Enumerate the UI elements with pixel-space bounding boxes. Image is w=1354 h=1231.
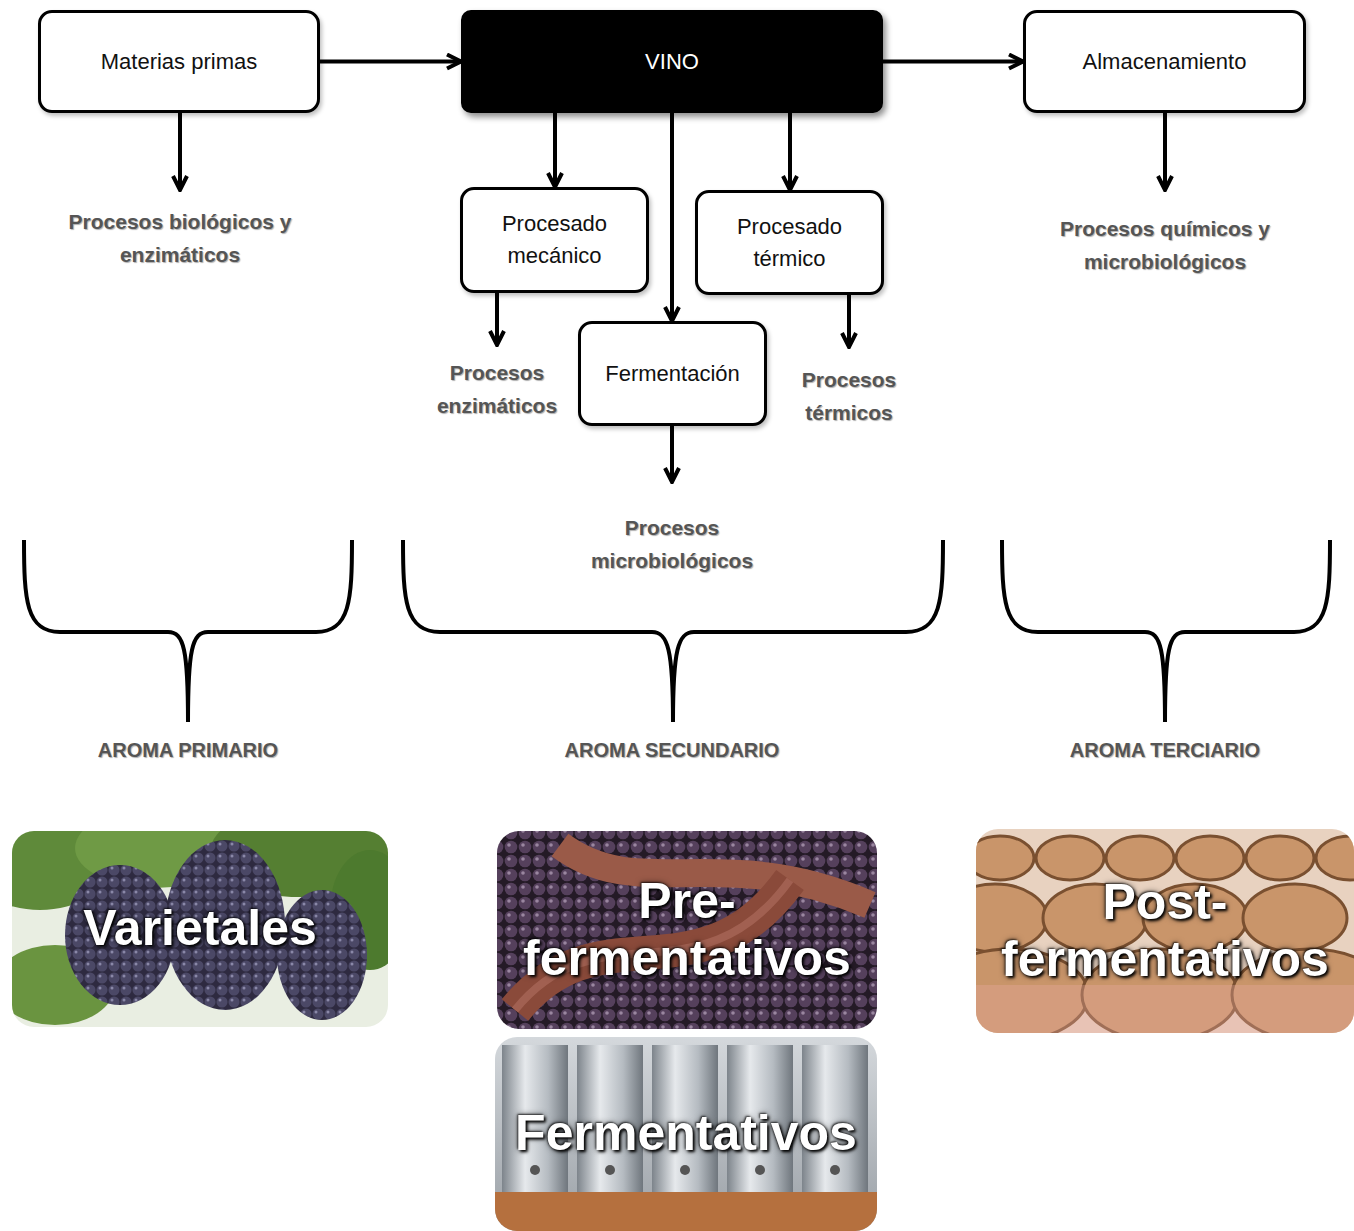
flow-arrow: [788, 113, 792, 190]
tile-caption: Post-fermentativos: [986, 874, 1344, 989]
tile-caption: Pre-fermentativos: [507, 873, 867, 988]
photo-tile: Post-fermentativos: [976, 829, 1354, 1033]
aroma-heading: AROMA SECUNDARIO: [507, 736, 837, 764]
aroma-heading: AROMA TERCIARIO: [1015, 736, 1315, 764]
central-box: VINO: [461, 10, 883, 113]
process-label: Procesos térmicos: [774, 363, 924, 429]
photo-tile: Varietales: [12, 831, 388, 1027]
box-text: Fermentación: [605, 358, 740, 390]
tile-caption: Varietales: [83, 900, 317, 958]
label-text: Procesos microbiológicos: [591, 516, 753, 572]
input-box: Materias primas: [38, 10, 320, 113]
process-label: Procesos microbiológicos: [552, 511, 792, 577]
process-box: Procesado mecánico: [460, 187, 649, 293]
photo-tile: Fermentativos: [495, 1037, 877, 1231]
tile-caption: Fermentativos: [515, 1105, 857, 1163]
process-label: Procesos biológicos y enzimáticos: [35, 205, 325, 271]
box-text: Materias primas: [101, 46, 257, 78]
box-text: Almacenamiento: [1083, 46, 1247, 78]
box-text: Procesado mecánico: [475, 208, 634, 272]
box-text: Procesado térmico: [710, 211, 869, 275]
label-text: Procesos químicos y microbiológicos: [1060, 217, 1270, 273]
box-text: VINO: [645, 46, 699, 78]
label-text: AROMA PRIMARIO: [98, 739, 278, 761]
process-box: Fermentación: [578, 321, 767, 426]
label-text: Procesos enzimáticos: [437, 361, 557, 417]
flow-arrow: [883, 60, 1023, 64]
aroma-heading: AROMA PRIMARIO: [38, 736, 338, 764]
label-text: AROMA TERCIARIO: [1070, 739, 1260, 761]
flow-arrow: [553, 113, 557, 187]
photo-tile: Pre-fermentativos: [497, 831, 877, 1029]
flow-arrow: [670, 113, 674, 321]
flow-arrow: [320, 60, 461, 64]
label-text: Procesos biológicos y enzimáticos: [69, 210, 292, 266]
label-text: AROMA SECUNDARIO: [565, 739, 780, 761]
output-box: Almacenamiento: [1023, 10, 1306, 113]
process-label: Procesos químicos y microbiológicos: [1020, 212, 1310, 278]
process-label: Procesos enzimáticos: [422, 356, 572, 422]
label-text: Procesos térmicos: [802, 368, 897, 424]
process-box: Procesado térmico: [695, 190, 884, 295]
